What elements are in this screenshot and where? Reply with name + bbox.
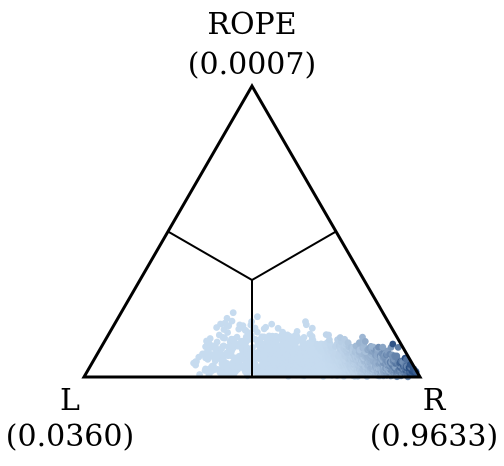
sample-point — [224, 329, 232, 336]
sample-point — [308, 333, 316, 340]
posterior-sample-cloud — [190, 309, 420, 381]
sample-point — [221, 334, 229, 342]
sample-point — [254, 313, 261, 321]
sample-point — [274, 324, 282, 332]
sample-point — [393, 352, 401, 360]
sample-point — [239, 322, 247, 329]
sample-point — [223, 314, 231, 322]
vertex-right-probability: (0.9633) — [370, 419, 498, 454]
sample-point — [379, 343, 387, 351]
sample-point — [300, 334, 308, 341]
sample-point — [361, 338, 369, 345]
divider-left-rope — [167, 230, 253, 281]
sample-point — [220, 342, 228, 350]
sample-point — [293, 328, 301, 335]
sample-point — [389, 340, 397, 348]
vertex-rope-probability: (0.0007) — [188, 47, 316, 82]
divider-right-rope — [251, 230, 337, 281]
vertex-right-label: R — [423, 383, 447, 418]
sample-point — [251, 324, 259, 332]
vertex-rope-label: ROPE — [207, 7, 296, 42]
sample-point — [325, 331, 332, 339]
vertex-left-probability: (0.0360) — [6, 419, 134, 454]
vertex-left-label: L — [60, 383, 80, 418]
sample-point — [262, 323, 270, 331]
sample-point — [394, 344, 402, 351]
sample-point — [233, 333, 241, 341]
sample-point — [228, 317, 236, 325]
sample-point — [206, 335, 214, 342]
sample-point — [229, 309, 237, 317]
region-dividers — [167, 230, 337, 377]
sample-point — [302, 318, 309, 326]
sample-point — [286, 332, 293, 340]
sample-point — [308, 324, 316, 332]
sample-point — [268, 320, 276, 328]
sample-point — [213, 338, 221, 346]
